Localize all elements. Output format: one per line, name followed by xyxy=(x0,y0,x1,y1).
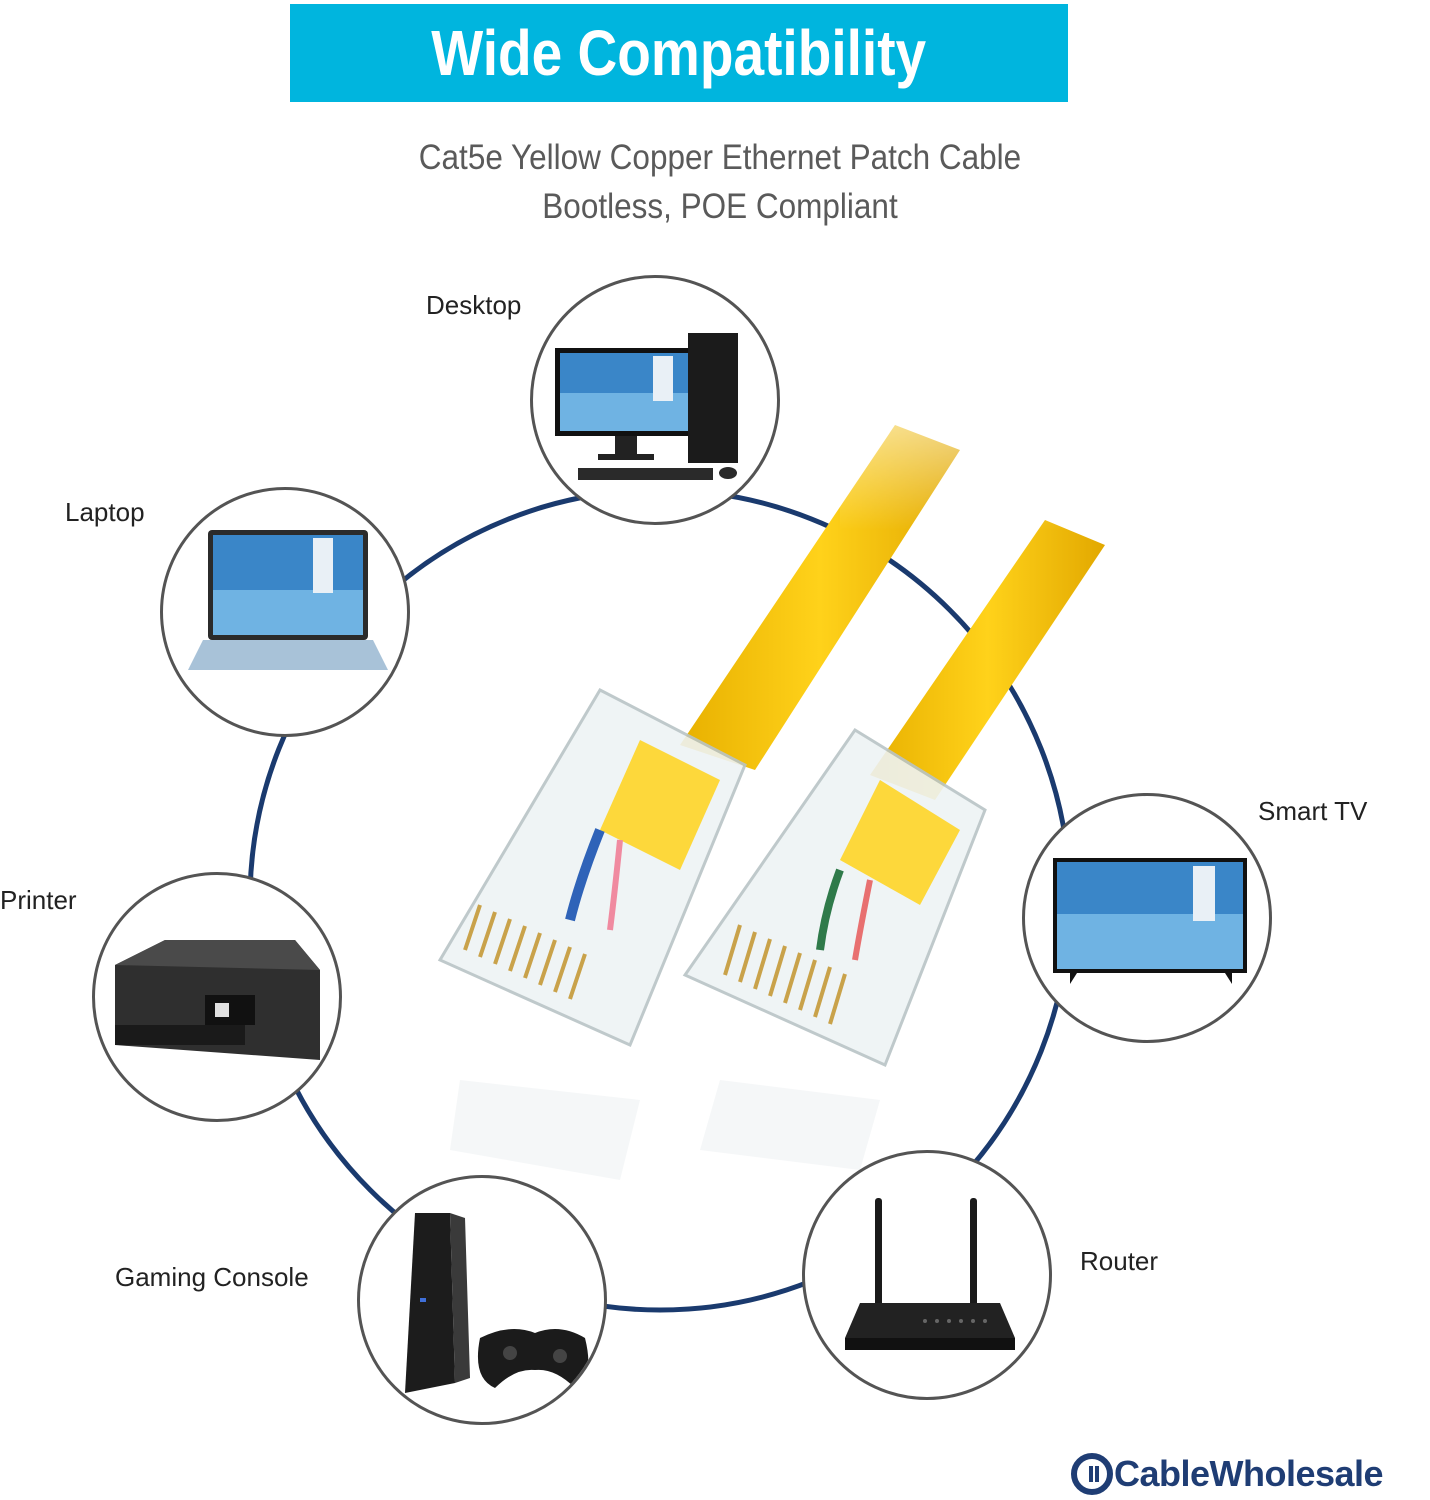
page-title: Wide Compatibility xyxy=(431,17,927,89)
device-label-gaming-console: Gaming Console xyxy=(115,1262,309,1292)
gaming-console-icon xyxy=(405,1213,589,1393)
router-circle xyxy=(802,1150,1052,1400)
gaming-console-circle xyxy=(357,1175,607,1425)
brand-logo: CableWholesale xyxy=(1070,1452,1384,1496)
router-icon xyxy=(845,1198,1015,1350)
brand-name: CableWholesale xyxy=(1114,1453,1384,1494)
smart-tv-icon xyxy=(1053,858,1247,984)
device-label-router: Router xyxy=(1080,1246,1159,1276)
smart-tv-circle xyxy=(1022,793,1272,1043)
printer-circle xyxy=(92,872,342,1122)
title-banner: Wide Compatibility xyxy=(290,4,1068,102)
desktop-circle xyxy=(530,275,780,525)
subtitle-line-2: Bootless, POE Compliant xyxy=(542,187,898,226)
printer-icon xyxy=(115,940,320,1060)
device-label-desktop: Desktop xyxy=(426,290,522,320)
rj45-connector-left xyxy=(437,688,747,1048)
subtitle-line-1: Cat5e Yellow Copper Ethernet Patch Cable xyxy=(418,138,1022,177)
laptop-circle xyxy=(160,487,410,737)
rj45-connector-right xyxy=(682,727,987,1068)
device-label-laptop: Laptop xyxy=(65,497,145,527)
device-label-smart-tv: Smart TV xyxy=(1258,796,1368,826)
desktop-icon xyxy=(555,333,738,480)
cablewholesale-logo-icon xyxy=(1071,1453,1113,1495)
device-label-printer: Printer xyxy=(0,885,77,915)
laptop-icon xyxy=(188,530,388,670)
